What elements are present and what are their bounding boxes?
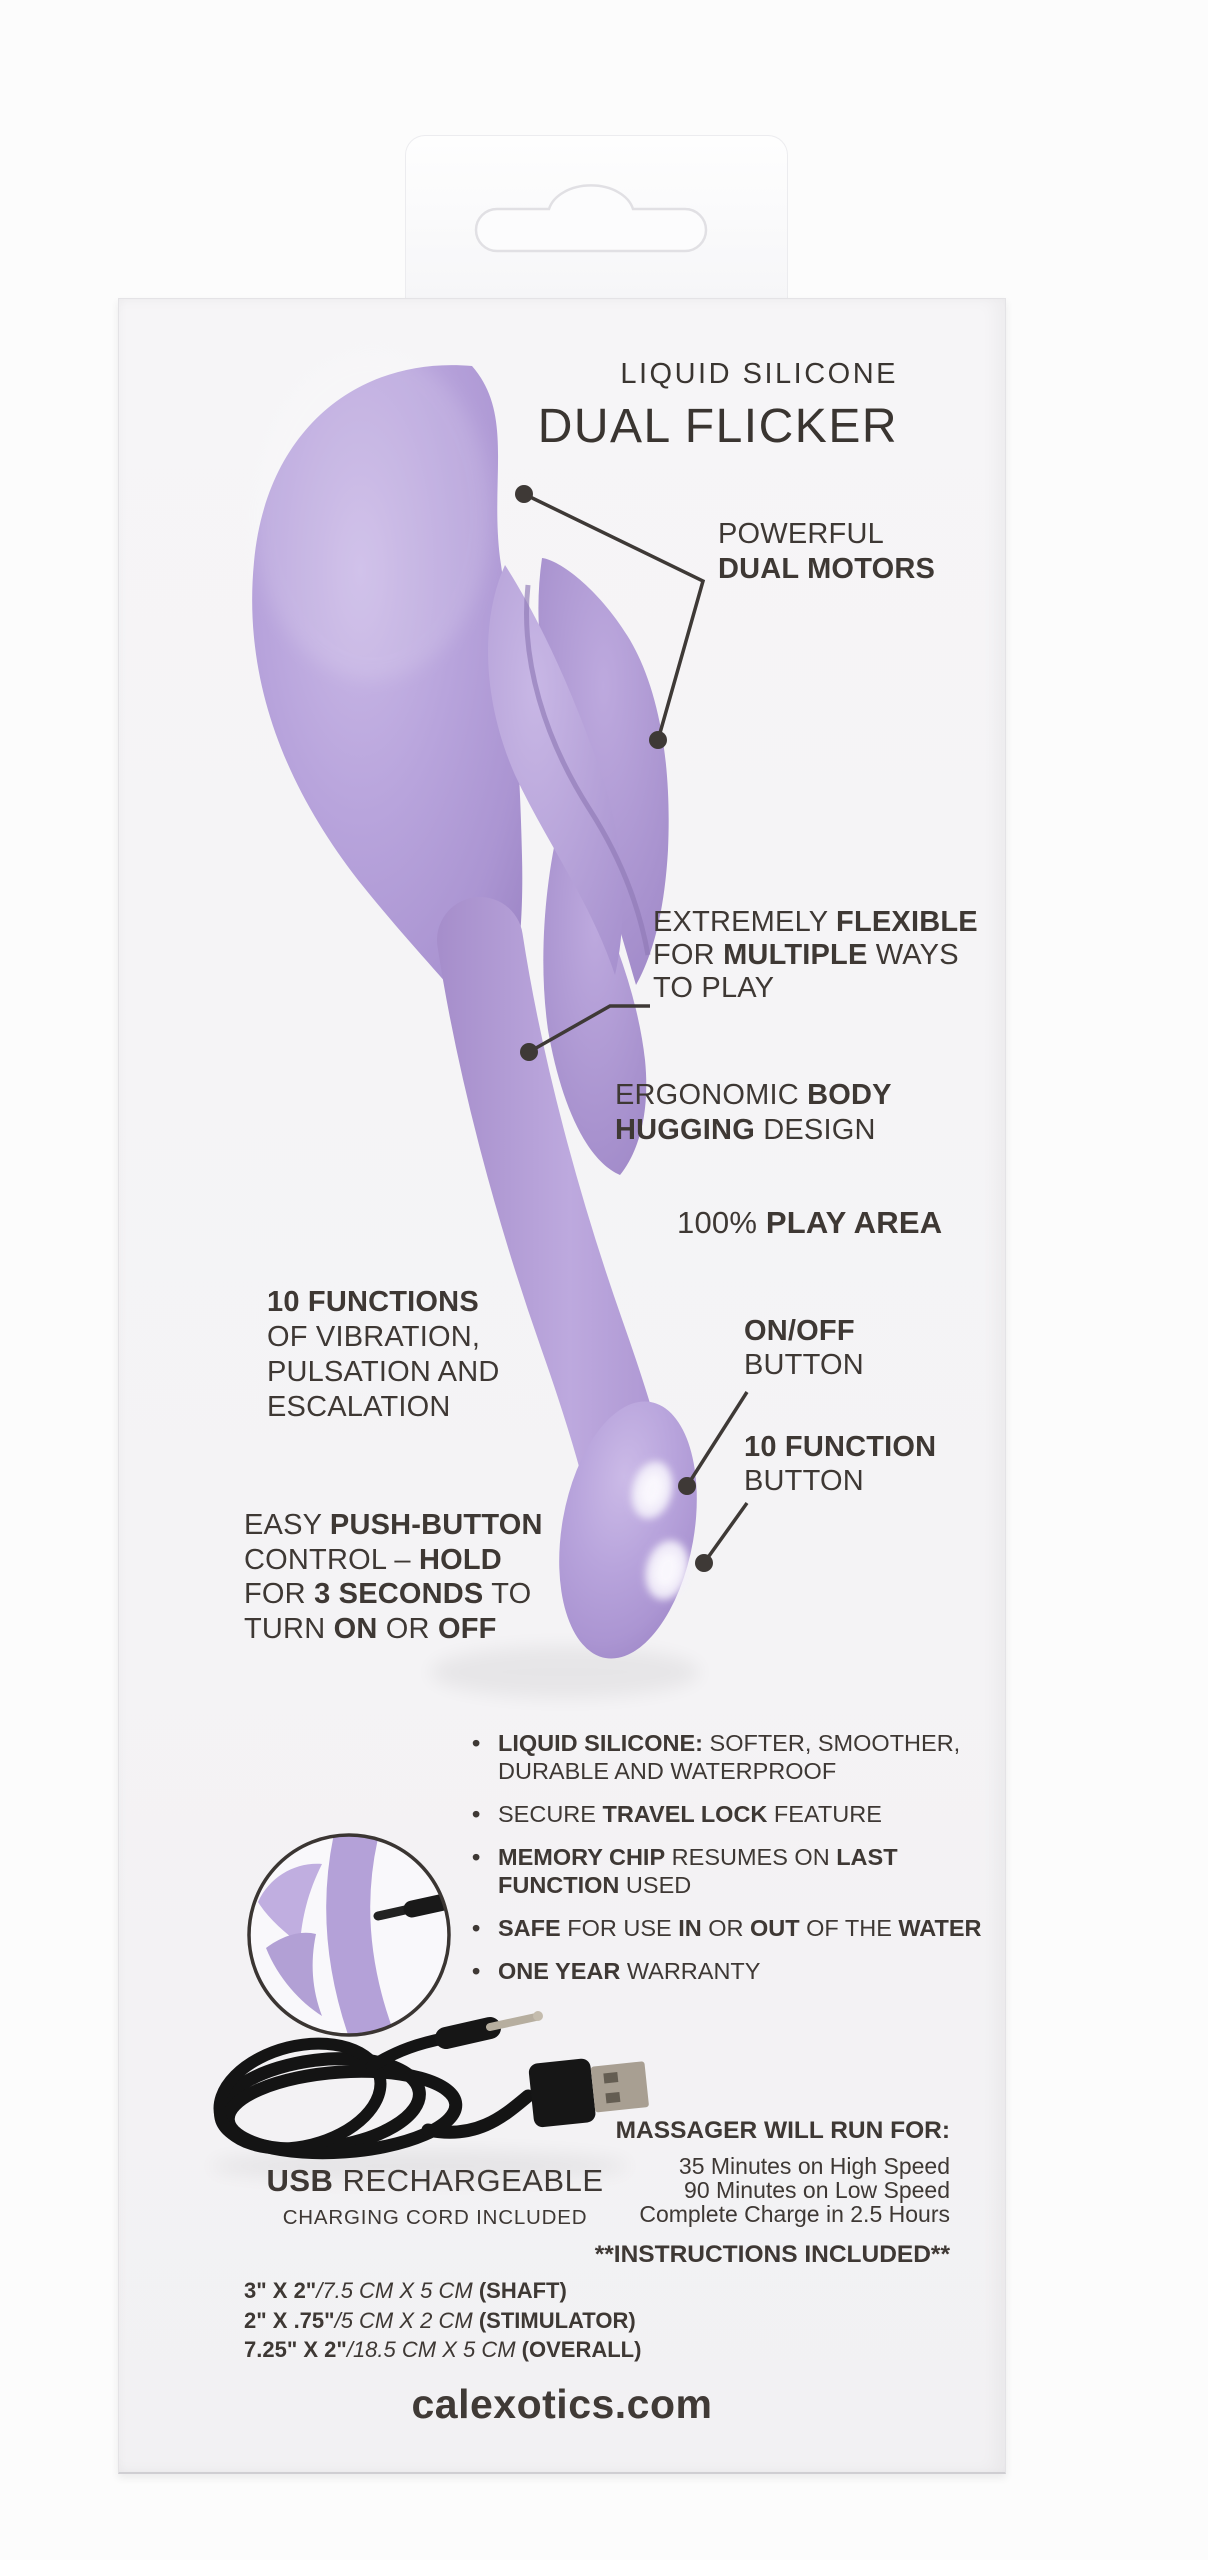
callout-play-area: 100% PLAY AREA [677, 1205, 943, 1240]
website-url: calexotics.com [411, 2381, 713, 2427]
function-callout-line [702, 1501, 749, 1565]
usb-a-connector [528, 2058, 649, 2128]
feature-item: LIQUID SILICONE: SOFTER, SMOOTHER,DURABL… [472, 1729, 982, 1785]
feature-item: ONE YEAR WARRANTY [472, 1957, 982, 1985]
callout-lines [523, 492, 749, 1565]
product-title-block: LIQUID SILICONE DUAL FLICKER [430, 358, 898, 454]
usb-rechargeable-block: USB RECHARGEABLE CHARGING CORD INCLUDED [240, 2163, 630, 2230]
usb-cable-photo [210, 2011, 649, 2182]
inset-circle-border [247, 1833, 451, 2037]
function-button [645, 1540, 689, 1600]
inset-petal-top [258, 1863, 322, 1944]
petal-crease [524, 584, 651, 956]
product-shadow [430, 1646, 700, 1698]
feature-item: SAFE FOR USE IN OR OUT OF THE WATER [472, 1914, 982, 1942]
flicker-petal-front [488, 565, 623, 975]
feature-item: SECURE TRAVEL LOCK FEATURE [472, 1800, 982, 1828]
stimulator-arm [543, 820, 647, 1175]
massager-handle [559, 1401, 697, 1659]
power-button [631, 1461, 673, 1519]
instructions-note: **INSTRUCTIONS INCLUDED** [594, 2241, 950, 2268]
inset-shaft [326, 1836, 396, 2034]
head-highlight [252, 350, 492, 680]
inset-petal-bottom [266, 1932, 322, 2016]
product-title: DUAL FLICKER [537, 400, 898, 453]
charging-cord-label: CHARGING CORD INCLUDED [282, 2206, 588, 2229]
charging-port-inset [247, 1833, 451, 2037]
feature-bullet-list: LIQUID SILICONE: SOFTER, SMOOTHER,DURABL… [472, 1729, 982, 2000]
euro-slot-icon [474, 184, 708, 253]
dc-pin-connector [435, 2011, 543, 2049]
dual-motors-callout-line [523, 492, 706, 741]
usb-rechargeable-label: USB RECHARGEABLE [266, 2163, 604, 2198]
run-time-block: MASSAGER WILL RUN FOR: 35 Minutes on Hig… [560, 2117, 950, 2269]
dimensions-block: 3" X 2"/7.5 CM X 5 CM (SHAFT)2" X .75"/5… [244, 2278, 642, 2362]
flicker-petal-back [538, 558, 669, 985]
on-off-callout-line [685, 1391, 749, 1487]
flexible-callout-line [528, 1004, 650, 1054]
product-subtitle: LIQUID SILICONE [620, 358, 898, 390]
hang-tab [405, 135, 788, 301]
callout-dots [515, 485, 713, 1572]
run-time-heading: MASSAGER WILL RUN FOR: [615, 2117, 950, 2144]
massager-product-photo [252, 350, 697, 1659]
